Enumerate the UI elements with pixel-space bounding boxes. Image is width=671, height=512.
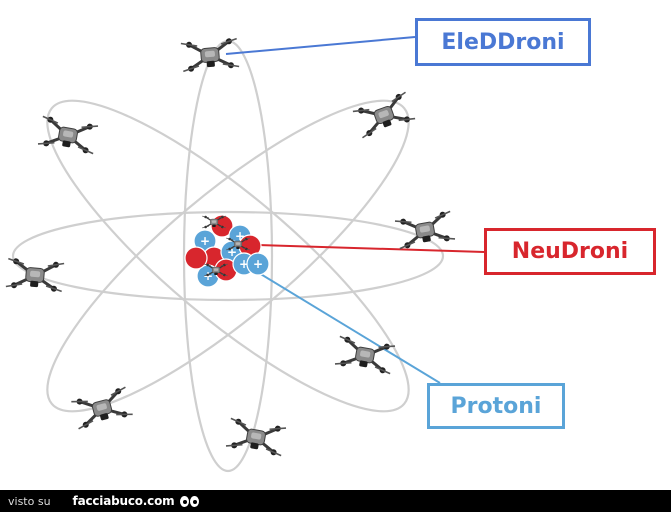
neutron-sphere: [184, 246, 208, 270]
protons-label: Protoni: [427, 383, 565, 429]
electron-drone: [69, 384, 135, 432]
neutrons-connector-line: [257, 244, 485, 253]
electron-drone: [4, 256, 66, 294]
electron-drone: [351, 89, 417, 141]
footer-site-link[interactable]: facciabuco.com: [72, 494, 175, 508]
electrons-label-text: EleDDroni: [441, 29, 565, 55]
plus-sign-icon: +: [200, 234, 210, 248]
footer-prefix: visto su: [8, 494, 51, 508]
orbit-diagonal-1: [46, 99, 410, 413]
electrons-connector-line: [225, 36, 416, 55]
footer-bar: visto su facciabuco.com: [0, 490, 671, 512]
protons-connector-line: [253, 269, 441, 384]
atom-diagram: ++++++: [4, 36, 485, 473]
nucleus: ++++++: [184, 214, 270, 288]
plus-sign-icon: +: [239, 257, 249, 271]
plus-sign-icon: +: [227, 245, 237, 259]
electrons-label: EleDDroni: [415, 18, 591, 66]
eyes-icon: [180, 495, 200, 507]
orbit-horizontal: [11, 210, 445, 302]
plus-sign-icon: +: [235, 229, 245, 243]
neutrons-label: NeuDroni: [484, 228, 656, 275]
electron-drone: [333, 333, 397, 377]
orbit-diagonal-2: [46, 99, 410, 413]
protons-label-text: Protoni: [450, 393, 542, 419]
proton-sphere: [246, 252, 270, 276]
electron-drone: [179, 36, 241, 74]
plus-sign-icon: +: [253, 257, 263, 271]
neutrons-label-text: NeuDroni: [511, 239, 629, 264]
